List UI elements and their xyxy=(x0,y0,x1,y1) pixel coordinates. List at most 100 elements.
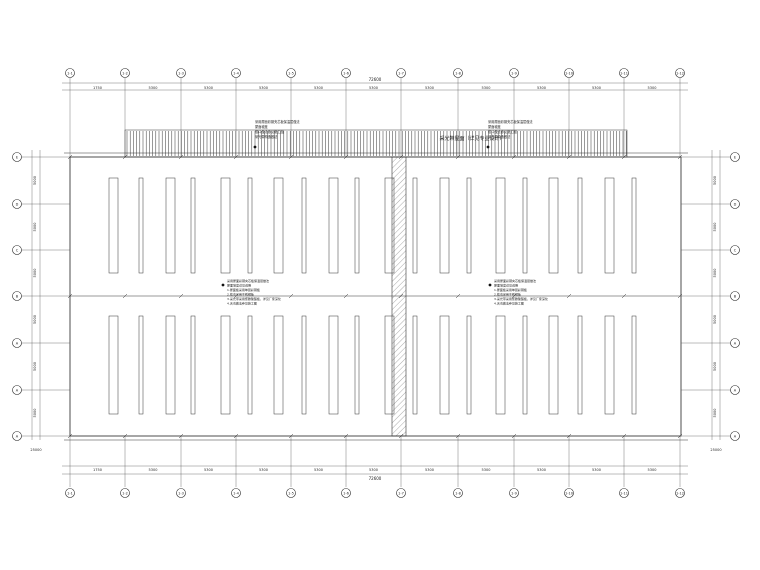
note-text: 3.采光带采用聚碳酸酯板，详见厂家深化 xyxy=(494,296,548,301)
leader-dot xyxy=(488,283,492,287)
tick-mark xyxy=(122,154,128,160)
side-dimension: 5000 xyxy=(33,409,37,418)
skylight-strip xyxy=(190,315,196,415)
skylight-strip xyxy=(190,177,196,274)
skylight-strip xyxy=(247,177,253,274)
span-dimension: 5300 xyxy=(259,468,268,472)
skylight-strip xyxy=(439,315,450,415)
tick-mark xyxy=(178,433,184,439)
skylight-strip xyxy=(466,315,472,415)
span-dimension: 5300 xyxy=(648,468,657,472)
span-dimension: 5300 xyxy=(259,86,268,90)
tick-mark xyxy=(677,293,683,299)
tick-mark xyxy=(288,433,294,439)
span-dimension: 5300 xyxy=(425,468,434,472)
skylight-strip xyxy=(328,177,339,274)
tick-mark xyxy=(677,433,683,439)
axis-label: 1-4 xyxy=(233,72,239,76)
tick-mark xyxy=(511,293,517,299)
axis-label: C xyxy=(16,249,19,253)
tick-mark xyxy=(343,433,349,439)
total-dimension: 72600 xyxy=(369,77,382,82)
tick-mark xyxy=(343,293,349,299)
axis-label: 1-11 xyxy=(620,72,628,76)
axis-bubble xyxy=(730,199,740,209)
axis-bubble xyxy=(341,68,351,78)
note-text: 4.天沟做法参见施工图 xyxy=(494,301,524,306)
axis-label: 1-9 xyxy=(511,492,517,496)
note-text: 采用屋面彩钢夹芯板保温层做法 xyxy=(227,278,269,283)
total-dimension: 72600 xyxy=(369,476,382,481)
span-dimension: 5300 xyxy=(537,86,546,90)
axis-bubble xyxy=(509,68,519,78)
axis-label: 1-10 xyxy=(565,72,573,76)
skylight-strip xyxy=(522,177,528,274)
skylight-strip xyxy=(220,177,231,274)
axis-label: 1-5 xyxy=(288,72,294,76)
axis-bubble xyxy=(120,68,130,78)
axis-label: 1-9 xyxy=(511,72,517,76)
axis-bubble xyxy=(12,245,22,255)
note-text: 1.屋面板采用单层彩钢板 xyxy=(227,287,260,292)
note-text: 檐口做法参见施工图 xyxy=(488,129,517,134)
axis-label: 1-12 xyxy=(676,492,684,496)
axis-bubble xyxy=(231,68,241,78)
side-dimension: 5000 xyxy=(713,315,717,324)
axis-bubble xyxy=(176,68,186,78)
axis-bubble xyxy=(65,488,75,498)
annotations: 采光带屋面（详见专业设计）采用屋面彩钢夹芯板保温层做法屋面坡度檐口做法参见施工图… xyxy=(67,119,683,439)
axis-label: C xyxy=(734,249,737,253)
skylight-strip xyxy=(577,315,583,415)
tick-mark xyxy=(621,433,627,439)
axis-bubble xyxy=(730,431,740,441)
skylight-strip xyxy=(495,177,506,274)
tick-mark xyxy=(122,293,128,299)
axis-label: A xyxy=(734,389,737,393)
side-dimension: 5000 xyxy=(33,362,37,371)
skylight-strip xyxy=(220,315,231,415)
corrugated-roofing xyxy=(126,131,627,156)
axis-label: 1-3 xyxy=(178,72,184,76)
axis-bubble xyxy=(12,431,22,441)
building-outline xyxy=(64,129,688,441)
skylight-strip xyxy=(138,315,144,415)
note-text: 采用屋面彩钢夹芯板保温层做法 xyxy=(488,119,533,124)
span-dimension: 5300 xyxy=(369,86,378,90)
span-dimension: 1750 xyxy=(93,468,102,472)
span-dimension: 5300 xyxy=(482,468,491,472)
skylight-strip xyxy=(138,177,144,274)
skylight-strip xyxy=(384,315,395,415)
axis-label: A xyxy=(16,435,19,439)
tick-mark xyxy=(566,433,572,439)
leader-dot xyxy=(221,283,225,287)
tick-mark xyxy=(288,154,294,160)
skylight-strip xyxy=(301,177,307,274)
axis-label: 1-5 xyxy=(288,492,294,496)
tick-mark xyxy=(343,154,349,160)
axis-label: 1-6 xyxy=(343,492,349,496)
axis-bubble xyxy=(396,488,406,498)
axis-bubble xyxy=(12,152,22,162)
axis-label: 1-12 xyxy=(676,72,684,76)
skylight-strip xyxy=(604,315,615,415)
tick-mark xyxy=(398,293,404,299)
tick-mark xyxy=(511,154,517,160)
side-total: 25000 xyxy=(30,448,41,452)
side-dimension: 5000 xyxy=(713,223,717,232)
skylight-strip xyxy=(247,315,253,415)
axis-bubble xyxy=(341,488,351,498)
tick-mark xyxy=(455,433,461,439)
axis-bubble xyxy=(120,488,130,498)
tick-mark xyxy=(677,154,683,160)
axis-bubble xyxy=(176,488,186,498)
skylight-strip xyxy=(328,315,339,415)
skylight-strip xyxy=(273,315,284,415)
axis-label: 1-7 xyxy=(398,492,404,496)
axis-label: A xyxy=(734,342,737,346)
skylight-strip xyxy=(108,177,119,274)
span-dimension: 5300 xyxy=(204,86,213,90)
axis-bubble xyxy=(619,488,629,498)
span-dimension: 5300 xyxy=(537,468,546,472)
